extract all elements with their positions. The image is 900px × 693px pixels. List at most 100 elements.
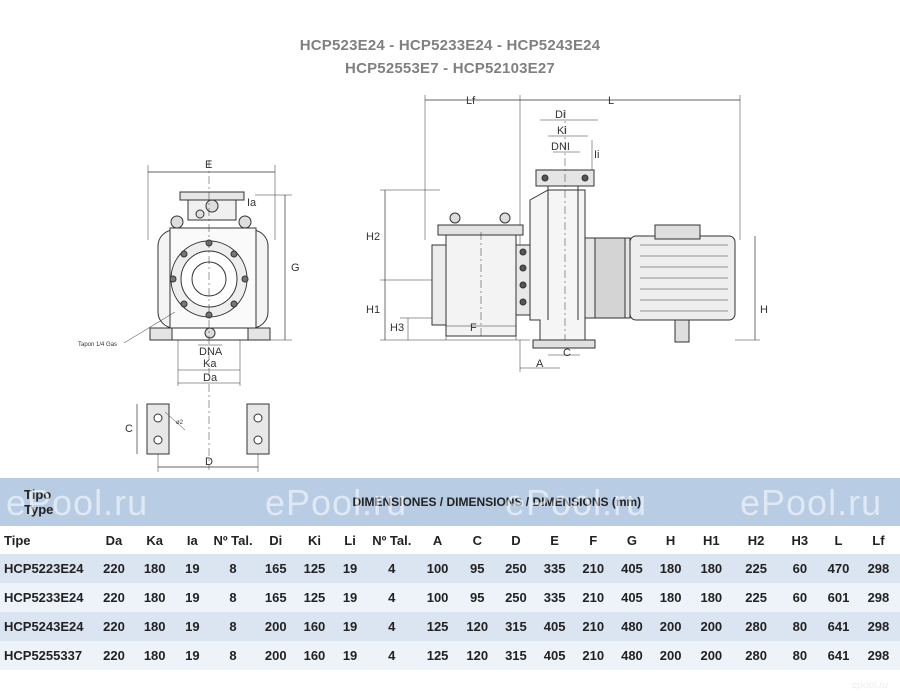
label-tapon: Tapon 1/4 Gas <box>78 342 117 348</box>
model-cell: HCP5243E24 <box>0 612 94 641</box>
dimension-cell: 80 <box>779 641 821 670</box>
label-DNA: DNA <box>199 346 223 358</box>
dimension-cell: 315 <box>496 641 536 670</box>
dimension-cell: 180 <box>134 554 176 583</box>
dimension-cell: 641 <box>820 641 857 670</box>
dimension-cell: 250 <box>496 583 536 612</box>
dimension-cell: 60 <box>779 583 821 612</box>
drawing-title-line1: HCP523E24 - HCP5233E24 - HCP5243E24 <box>299 37 601 54</box>
column-header: H <box>651 526 690 554</box>
dimension-cell: 19 <box>333 554 367 583</box>
model-cell: HCP5223E24 <box>0 554 94 583</box>
dimension-cell: 200 <box>651 641 690 670</box>
dimension-cell: 405 <box>535 612 574 641</box>
dimension-cell: 200 <box>689 612 733 641</box>
label-G: G <box>291 262 300 274</box>
dimension-cell: 125 <box>295 583 334 612</box>
dimension-cell: 19 <box>333 612 367 641</box>
column-header: D <box>496 526 536 554</box>
column-header: Nº Tal. <box>366 526 418 554</box>
front-view <box>123 160 292 472</box>
column-header: Da <box>93 526 135 554</box>
dimension-cell: 200 <box>689 641 733 670</box>
dimension-cell: 100 <box>417 583 458 612</box>
dimension-cell: 220 <box>93 612 135 641</box>
dimension-cell: 200 <box>256 641 296 670</box>
dimension-cell: 160 <box>295 612 334 641</box>
corner-watermark: epool.ru <box>851 680 888 691</box>
dimension-cell: 220 <box>93 641 135 670</box>
dimension-cell: 165 <box>256 554 296 583</box>
label-Di: Di <box>555 109 565 121</box>
dimension-cell: 280 <box>732 612 780 641</box>
dimension-cell: 8 <box>209 554 257 583</box>
dimension-cell: 210 <box>573 583 613 612</box>
label-Da: Da <box>203 372 218 384</box>
technical-drawing: E G Ia DNA Ka Da C D ø2 Tapon 1/4 Gas Lf… <box>78 95 768 472</box>
dimension-cell: 405 <box>612 583 652 612</box>
dimension-cell: 165 <box>256 583 296 612</box>
label-H3: H3 <box>390 322 404 334</box>
column-header: E <box>535 526 574 554</box>
column-header: H1 <box>689 526 733 554</box>
label-Ki: Ki <box>557 125 567 137</box>
dimension-cell: 220 <box>93 554 135 583</box>
dimension-cell: 95 <box>457 554 497 583</box>
column-header: Ia <box>175 526 210 554</box>
dimension-cell: 180 <box>134 641 176 670</box>
dimension-cell: 298 <box>856 641 900 670</box>
tipo-label-es: Tipo <box>24 487 52 502</box>
dimension-cell: 280 <box>732 641 780 670</box>
column-header: A <box>417 526 458 554</box>
dimension-cell: 480 <box>612 641 652 670</box>
label-H1: H1 <box>366 304 380 316</box>
dimension-cell: 180 <box>134 612 176 641</box>
dimension-cell: 210 <box>573 554 613 583</box>
dimension-cell: 19 <box>175 612 210 641</box>
dimension-cell: 298 <box>856 554 900 583</box>
column-header: Ka <box>134 526 176 554</box>
dimensions-table: Tipo Type DIMENSIONES / DIMENSIONS / DIM… <box>0 478 900 670</box>
dimension-cell: 210 <box>573 641 613 670</box>
dimension-cell: 19 <box>175 583 210 612</box>
model-cell: HCP5255337 <box>0 641 94 670</box>
label-Ka: Ka <box>203 358 217 370</box>
column-header: Nº Tal. <box>209 526 257 554</box>
dimension-cell: 80 <box>779 612 821 641</box>
dimension-cell: 8 <box>209 641 257 670</box>
dimension-cell: 125 <box>295 554 334 583</box>
label-C-side: C <box>563 347 571 359</box>
table-band-row: Tipo Type DIMENSIONES / DIMENSIONS / DIM… <box>0 478 900 526</box>
dimension-cell: 180 <box>689 583 733 612</box>
dimension-cell: 225 <box>732 554 780 583</box>
label-E: E <box>205 159 212 171</box>
dimension-cell: 60 <box>779 554 821 583</box>
dimension-cell: 405 <box>612 554 652 583</box>
dimension-cell: 120 <box>457 641 497 670</box>
tipo-label-en: Type <box>24 502 54 517</box>
dimension-cell: 4 <box>366 612 418 641</box>
dimension-cell: 315 <box>496 612 536 641</box>
dimension-cell: 125 <box>417 641 458 670</box>
dimension-cell: 405 <box>535 641 574 670</box>
dimension-cell: 4 <box>366 583 418 612</box>
label-C: C <box>125 423 133 435</box>
drawing-title-line2: HCP52553E7 - HCP52103E27 <box>345 60 555 77</box>
dimension-cell: 19 <box>333 583 367 612</box>
dimension-cell: 125 <box>417 612 458 641</box>
column-header: F <box>573 526 613 554</box>
dimension-cell: 120 <box>457 612 497 641</box>
dimension-cell: 298 <box>856 612 900 641</box>
dimension-cell: 225 <box>732 583 780 612</box>
dimension-cell: 8 <box>209 612 257 641</box>
dimension-cell: 19 <box>175 641 210 670</box>
dimension-cell: 200 <box>256 612 296 641</box>
label-A: A <box>536 358 544 370</box>
dimension-cell: 160 <box>295 641 334 670</box>
dimension-cell: 250 <box>496 554 536 583</box>
